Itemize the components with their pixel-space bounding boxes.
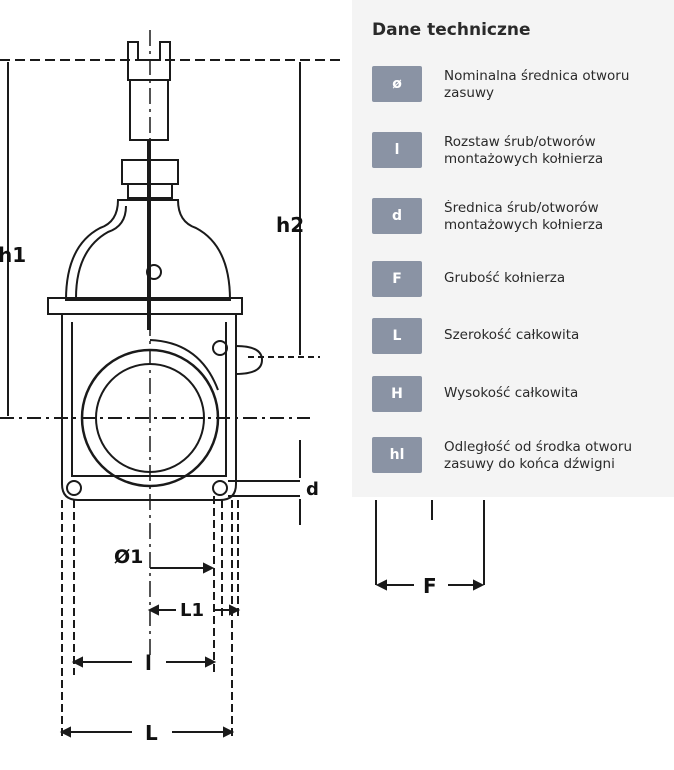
spec-badge: F [372,261,422,297]
label-d: d [306,479,319,500]
label-F: F [423,574,437,598]
spec-row-bolt-diameter: d Średnica śrub/otworów montażowych kołn… [372,198,674,238]
phi1-arrowhead [203,562,215,574]
L-arrowhead-right [223,726,235,738]
L1-arrowhead-right [229,604,241,616]
flange-hole-top-right [212,340,228,356]
panel-title: Dane techniczne [372,20,531,40]
spec-description: Szerokość całkowita [444,327,580,343]
L1-arrowhead-left [147,604,159,616]
label-h2: h2 [276,213,304,237]
spec-badge: d [372,198,422,234]
label-h1: h1 [0,243,26,267]
F-arrowhead-right [473,579,485,591]
spec-badge: L [372,318,422,354]
bonnet-bolt [146,264,162,280]
L-arrowhead-left [59,726,71,738]
spec-row-lever-distance: hl Odległość od środka otworu zasuwy do … [372,437,674,477]
label-L: L [145,721,158,745]
spec-description: Rozstaw śrub/otworów montażowych kołnier… [444,134,604,167]
valve-body [61,313,237,501]
spec-description: Nominalna średnica otworu zasuwy [444,68,630,101]
lever-handle [127,41,171,81]
spec-row-flange-thickness: F Grubość kołnierza [372,261,674,301]
spec-row-total-width: L Szerokość całkowita [372,318,674,358]
label-phi1: Ø1 [114,546,143,568]
spec-badge: H [372,376,422,412]
valve-body-inner [71,322,227,477]
spec-row-total-height: H Wysokość całkowita [372,376,674,416]
l-arrowhead-left [71,656,83,668]
flange-hole-bottom-right [212,480,228,496]
l-arrowhead-right [205,656,217,668]
bonnet-inner-line [75,205,127,299]
spec-description: Grubość kołnierza [444,270,566,286]
F-arrowhead-left [375,579,387,591]
spec-row-nominal-diameter: ø Nominalna średnica otworu zasuwy [372,66,674,106]
gate-wedge-line [149,339,219,391]
spec-description: Średnica śrub/otworów montażowych kołnie… [444,200,604,233]
spec-badge: ø [372,66,422,102]
technical-data-panel: Dane techniczne ø Nominalna średnica otw… [352,0,674,497]
flange-side-outline [375,500,485,585]
label-l: l [145,651,152,675]
spec-row-bolt-spacing: l Rozstaw śrub/otworów montażowych kołni… [372,132,674,172]
spec-badge: l [372,132,422,168]
label-L1: L1 [180,600,204,621]
spec-badge: hl [372,437,422,473]
spec-description: Odległość od środka otworu zasuwy do koń… [444,439,633,472]
lever-arm [129,79,169,141]
flange-hole-bottom-left [66,480,82,496]
side-boss [235,345,264,375]
bonnet [64,199,232,301]
spec-description: Wysokość całkowita [444,385,579,401]
